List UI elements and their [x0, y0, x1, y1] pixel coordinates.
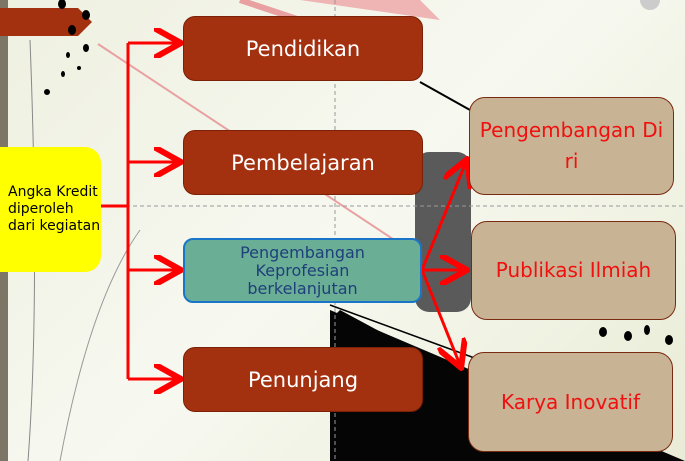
source-box: Angka Kredit diperoleh dari kegiatan [0, 147, 101, 272]
source-label: Angka Kredit diperoleh dari kegiatan [8, 184, 101, 234]
activity-label: Pengembangan Keprofesian berkelanjutan [240, 242, 365, 298]
outcome-label: Karya Inovatif [500, 389, 641, 414]
activity-label: Penunjang [247, 367, 359, 392]
outcome-pengembangan-diri: Pengembangan Diri [469, 97, 674, 195]
activity-pendidikan: Pendidikan [183, 16, 423, 81]
outcome-karya-inovatif: Karya Inovatif [468, 352, 673, 452]
activity-label: Pembelajaran [231, 150, 375, 175]
activity-penunjang: Penunjang [183, 347, 423, 412]
activity-label: Pendidikan [245, 36, 361, 61]
outcome-publikasi-ilmiah: Publikasi Ilmiah [471, 221, 676, 320]
activity-pembelajaran: Pembelajaran [183, 130, 423, 195]
outcome-label: Publikasi Ilmiah [495, 258, 652, 282]
activity-pkb: Pengembangan Keprofesian berkelanjutan [183, 238, 422, 303]
outcome-label: Pengembangan Diri [479, 118, 664, 173]
